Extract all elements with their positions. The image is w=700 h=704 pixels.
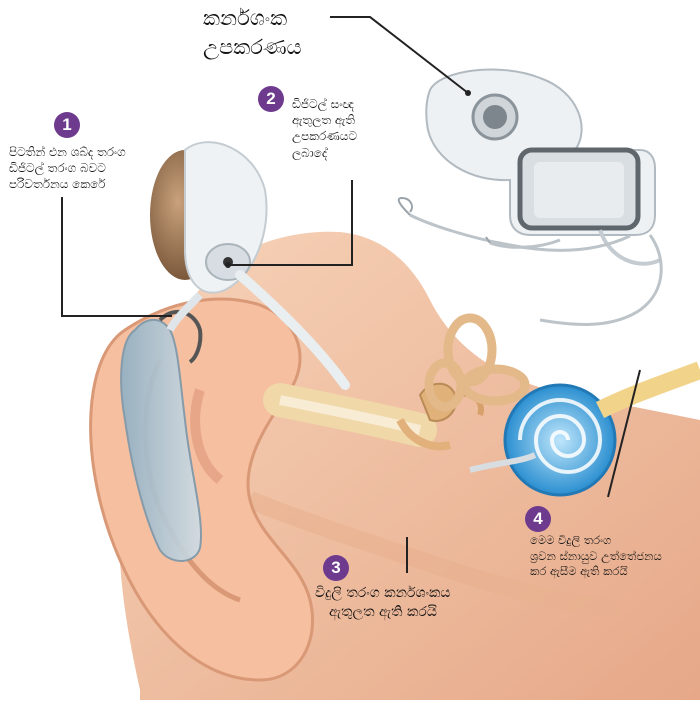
step-4-text: මෙම විදුලි තරංග ශ්‍රවන ස්නායුව උත්තේජනය … bbox=[530, 533, 662, 579]
implant-device bbox=[397, 68, 663, 326]
step-2-badge: 2 bbox=[258, 86, 284, 112]
semicircular-canals bbox=[424, 313, 530, 412]
leader-dot-title bbox=[465, 90, 471, 96]
leader-line-1 bbox=[61, 197, 172, 317]
title-line-2: උපකරණය bbox=[203, 35, 302, 60]
leader-lines bbox=[61, 16, 641, 573]
leader-line-title bbox=[330, 16, 469, 94]
leader-line-2 bbox=[228, 180, 353, 266]
step-3-text: විදුලි තරංග කර්නශංකය ඇතුලත ඇති කරයි bbox=[315, 585, 451, 620]
step-3-badge: 3 bbox=[323, 555, 349, 581]
step-4-badge: 4 bbox=[525, 506, 551, 532]
title-line-1: කර්නශංක bbox=[203, 6, 288, 30]
leader-line-4 bbox=[607, 369, 641, 498]
step-1-text: පිටතින් එන ශබ්ද තරංග ඩිජිටල් තරංග බවට පර… bbox=[9, 145, 126, 192]
sound-processor bbox=[120, 309, 203, 562]
leader-dot-2 bbox=[225, 262, 231, 268]
auditory-nerve bbox=[595, 361, 700, 419]
implant-title: කර්නශංක උපකරණය bbox=[203, 4, 302, 63]
step-2-text: ඩිජිටල් සංඥ ඇතුලත ඇති උපකරණයට ලබාදේ bbox=[292, 97, 358, 160]
step-1-badge: 1 bbox=[54, 112, 80, 138]
cochlea bbox=[469, 383, 617, 497]
